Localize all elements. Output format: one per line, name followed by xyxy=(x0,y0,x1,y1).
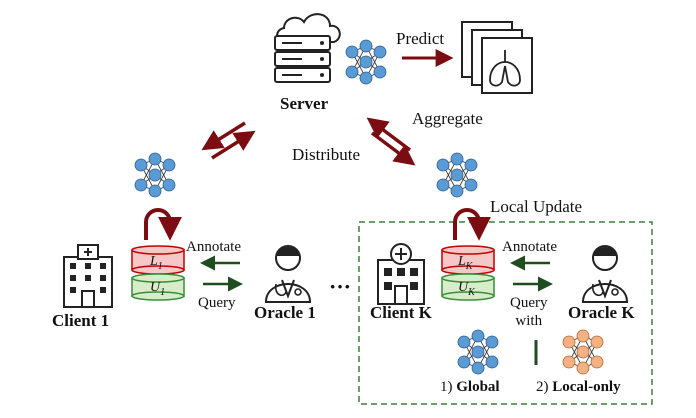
client-ellipsis: ··· xyxy=(329,274,352,299)
cloud-server-icon xyxy=(274,13,341,83)
client-k-dashed-box xyxy=(358,221,653,405)
clientk-label: Client K xyxy=(370,303,432,322)
local-update-label: Local Update xyxy=(490,197,583,216)
lung-xray-icon xyxy=(461,21,533,94)
client1-labeled-set: L1 xyxy=(150,254,163,272)
client1-sync-arrows xyxy=(201,121,256,160)
global-network-icon xyxy=(457,329,499,375)
client1-local-update-loop xyxy=(144,208,182,241)
aggregate-label: Aggregate xyxy=(412,109,483,128)
server-network-icon xyxy=(345,39,387,85)
client1-unlabeled-set: U1 xyxy=(150,280,166,298)
predict-label: Predict xyxy=(396,29,445,48)
global-option: 1) Global xyxy=(440,379,500,395)
local-only-network-icon xyxy=(562,329,604,375)
clientk-database xyxy=(441,245,495,301)
clientk-local-update-loop xyxy=(453,208,491,241)
client1-database xyxy=(131,245,185,301)
client1-label: Client 1 xyxy=(52,311,110,330)
clientk-query-with-label: Query with xyxy=(510,295,548,329)
clientk-annotate-label: Annotate xyxy=(502,239,557,255)
local-only-option: 2) Local-only xyxy=(536,379,621,395)
doctor-icon xyxy=(264,245,312,303)
doctor-icon xyxy=(581,245,629,303)
clientk-network-icon xyxy=(436,152,478,198)
clientk-labeled-set: LK xyxy=(458,254,473,272)
distribute-label: Distribute xyxy=(292,145,360,164)
hospital-icon xyxy=(377,243,425,305)
clientk-sync-arrows xyxy=(366,117,416,166)
oracle1-label: Oracle 1 xyxy=(254,303,316,322)
hospital-icon xyxy=(63,244,113,308)
client1-network-icon xyxy=(134,152,176,198)
client1-query-label: Query xyxy=(198,295,236,311)
clientk-unlabeled-set: UK xyxy=(458,280,475,298)
client1-annotate-label: Annotate xyxy=(186,239,241,255)
server-label: Server xyxy=(280,94,329,113)
oraclek-label: Oracle K xyxy=(568,303,635,322)
